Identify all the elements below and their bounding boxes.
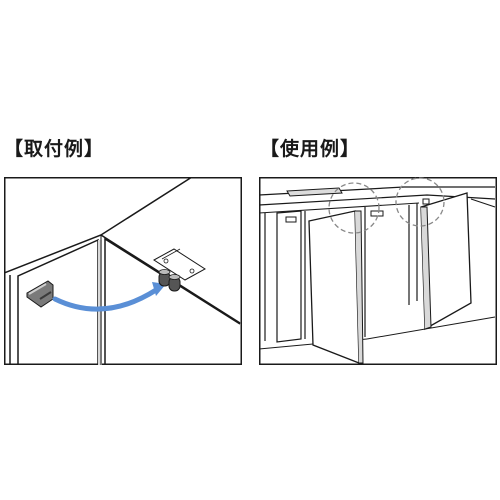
usage-example-label: 【使用例】 (260, 138, 361, 160)
dashed-callout-left (328, 182, 380, 234)
open-door-right (420, 192, 472, 331)
panel-frame (4, 177, 242, 365)
open-door-left (308, 210, 360, 364)
right-wall (470, 198, 496, 208)
bracket-part (26, 280, 54, 308)
door-handle-1 (285, 216, 297, 223)
open-door-right-edge (421, 206, 432, 330)
dashed-callout-right (395, 177, 445, 227)
open-door-left-edge (355, 210, 364, 364)
countertop-edge (259, 202, 420, 214)
sink-outline (286, 187, 343, 197)
closed-door (276, 210, 302, 343)
mounting-diagram (4, 177, 242, 365)
countertop-front (259, 194, 496, 206)
mounting-arrow (52, 287, 159, 312)
usage-example-illustration (259, 177, 497, 365)
magnet-catch-part (153, 248, 206, 292)
door-handle-2 (370, 210, 384, 217)
right-door (104, 237, 241, 365)
door-handle-3 (422, 198, 430, 205)
usage-diagram (259, 177, 497, 365)
left-door-edge (98, 240, 102, 365)
mounting-example-illustration (4, 177, 242, 365)
floor-line-right (366, 316, 496, 340)
mounting-example-label: 【取付例】 (4, 138, 105, 160)
